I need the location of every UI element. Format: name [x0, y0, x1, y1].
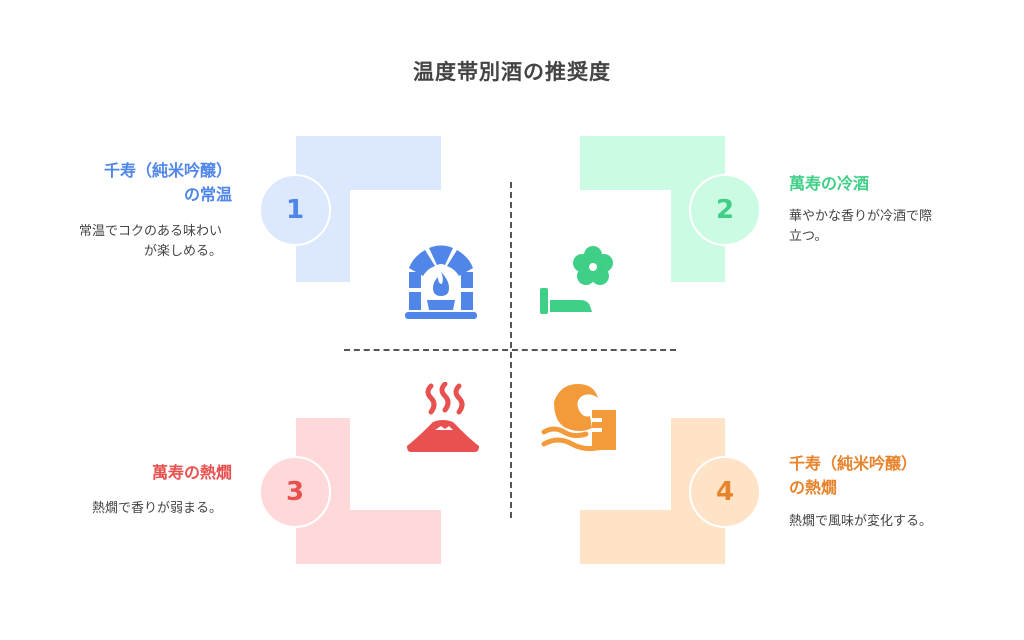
quadrant-2-description: 華やかな香りが冷酒で際 立つ。: [789, 209, 933, 244]
step-number-1: 1: [259, 174, 331, 246]
quadrant-2-heading: 萬寿の冷酒: [789, 174, 870, 193]
fireplace-icon: [405, 245, 477, 319]
page-title: 温度帯別酒の推奨度: [413, 60, 611, 84]
horizontal-axis: [344, 349, 676, 351]
wave-icon: [541, 384, 616, 452]
quadrant-1-heading: 千寿（純米吟醸） の常温: [103, 161, 232, 204]
step-number-3: 3: [259, 456, 331, 528]
quadrant-3-shape: [296, 418, 441, 564]
quadrant-4-shape: [580, 418, 725, 564]
quadrant-1-description: 常温でコクのある味わい が楽しめる。: [78, 224, 222, 259]
hot-spring-mountain-icon: [407, 382, 479, 452]
quadrant-4-description: 熱燗で風味が変化する。: [789, 514, 933, 529]
quadrant-4-heading: 千寿（純米吟醸） の熱燗: [789, 454, 918, 497]
quadrant-3-heading: 萬寿の熱燗: [151, 463, 232, 482]
flower-icon: [540, 246, 613, 314]
quadrant-3-description: 熱燗で香りが弱まる。: [91, 501, 222, 516]
quadrant-2-shape: [580, 136, 725, 282]
quadrant-1-shape: [296, 136, 441, 282]
step-number-4: 4: [689, 456, 761, 528]
step-number-2: 2: [689, 174, 761, 246]
